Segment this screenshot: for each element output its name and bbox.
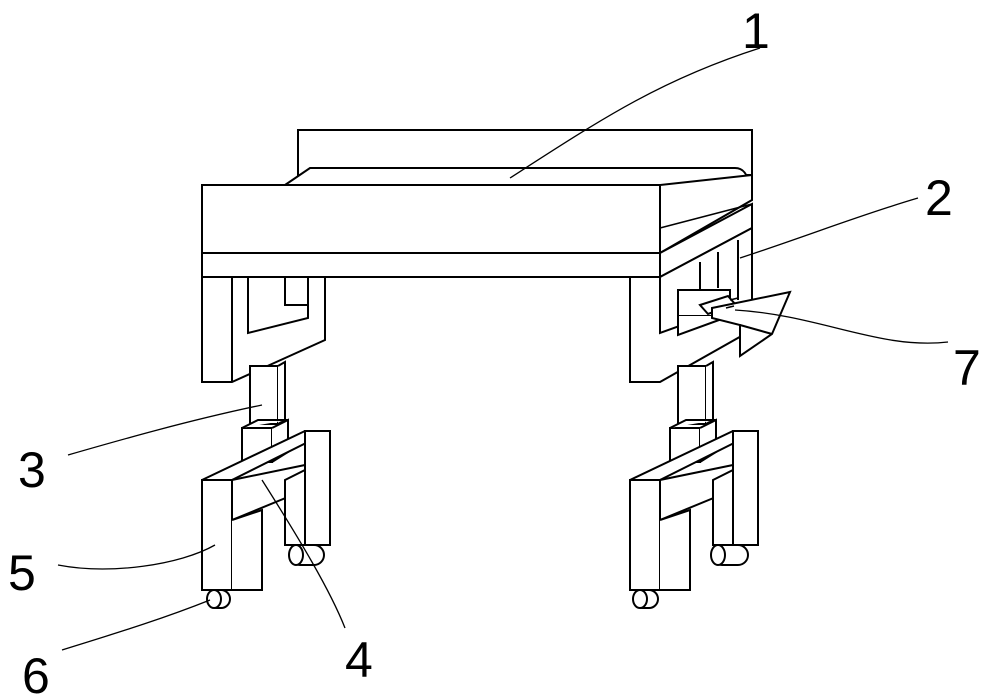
leader-2	[739, 197, 919, 259]
label-2: 2	[925, 170, 953, 226]
leader-lines	[57, 47, 949, 651]
frame-bar	[201, 202, 753, 279]
leader-7	[734, 309, 949, 344]
label-6: 6	[22, 648, 50, 699]
label-4: 4	[345, 632, 373, 688]
label-7: 7	[953, 340, 981, 396]
label-3: 3	[18, 442, 46, 498]
scraper-block	[698, 290, 792, 358]
conveyor-belt	[201, 129, 753, 255]
right-base	[629, 430, 759, 609]
left-base	[201, 430, 331, 609]
label-1: 1	[742, 3, 770, 59]
leader-5	[57, 544, 216, 570]
leader-4	[261, 479, 346, 629]
part-labels: 1 2 3 4 5 6 7	[8, 3, 981, 699]
leader-3	[67, 404, 263, 456]
left-support-frame	[201, 276, 326, 383]
leader-1	[509, 47, 761, 179]
leader-6	[61, 599, 211, 651]
label-5: 5	[8, 545, 36, 601]
